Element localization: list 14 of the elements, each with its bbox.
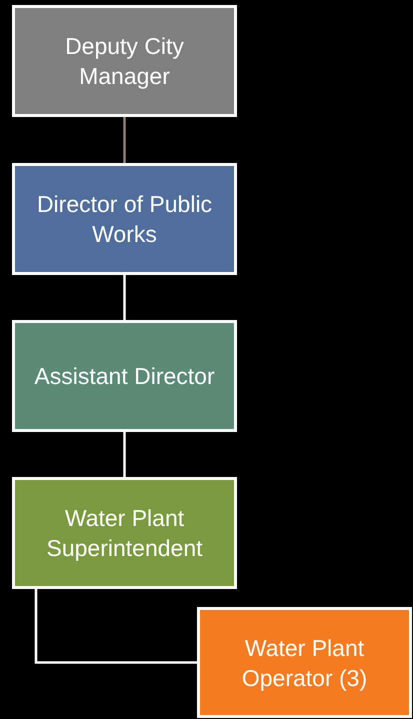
connector-line [123, 432, 126, 477]
org-box [12, 5, 237, 117]
role-title: Assistant Director [34, 362, 215, 391]
org-box [12, 320, 237, 432]
role-title: Director of Public Works [36, 190, 214, 249]
org-box [197, 607, 412, 718]
connector-line [34, 589, 197, 664]
connector-line [123, 275, 126, 320]
role-title: Deputy City Manager [64, 32, 185, 91]
role-title: Water Plant Operator (3) [240, 634, 368, 692]
org-box [12, 163, 237, 275]
role-title: Water Plant Superintendent [45, 504, 204, 563]
org-box [12, 477, 237, 589]
connector-line [123, 117, 126, 163]
